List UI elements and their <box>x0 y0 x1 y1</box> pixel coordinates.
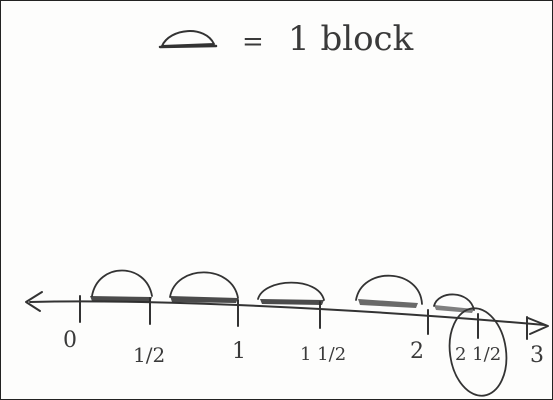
answer-circle <box>448 307 508 397</box>
tick-labels: 0 1/2 1 1 1/2 2 2 1/2 3 <box>63 328 544 368</box>
tick-label-half: 1/2 <box>133 343 165 367</box>
tick-label-0: 0 <box>63 328 77 353</box>
legend-equals: = <box>242 27 264 57</box>
legend-text: 1 block <box>288 19 414 59</box>
tick-label-1: 1 <box>232 339 246 364</box>
block-symbol-base <box>158 44 218 49</box>
block <box>355 274 423 308</box>
tick-label-2: 2 <box>410 339 424 364</box>
block-symbol-icon <box>161 30 215 47</box>
left-arrow-icon <box>25 291 43 312</box>
tick-label-two-and-half: 2 1/2 <box>455 344 501 365</box>
block <box>90 269 153 302</box>
right-arrow-icon <box>527 317 549 335</box>
number-line-axis <box>29 300 546 326</box>
tick-label-3: 3 <box>530 343 544 368</box>
number-line <box>25 291 549 340</box>
legend: = 1 block <box>158 19 414 59</box>
block <box>169 271 239 303</box>
tick-label-one-and-half: 1 1/2 <box>300 344 346 365</box>
block <box>257 281 325 305</box>
